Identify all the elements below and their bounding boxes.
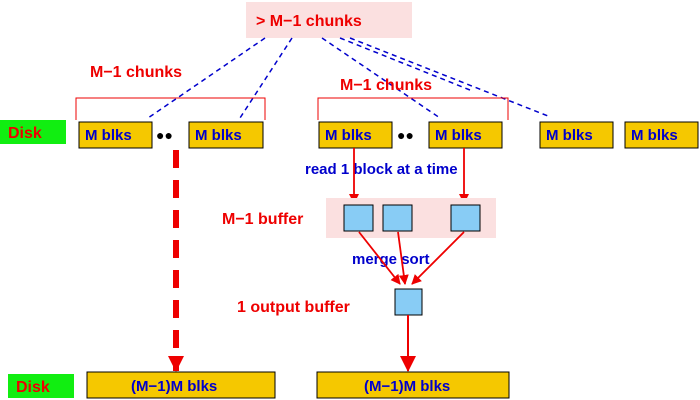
top-label-box — [246, 2, 412, 38]
disk-block-label: M blks — [435, 127, 482, 144]
disk-block — [539, 121, 614, 149]
merge-label: merge sort — [352, 251, 430, 268]
buffer-slot — [382, 204, 413, 232]
disk-block — [624, 121, 699, 149]
buffer-slot — [343, 204, 374, 232]
chunk-lines — [147, 37, 549, 119]
top-label: > M−1 chunks — [256, 13, 362, 30]
disk-block — [428, 121, 503, 149]
disk-block-label: M blks — [325, 127, 372, 144]
disk-bottom-label: Disk — [16, 379, 50, 396]
disk-bottom-badge — [8, 374, 74, 398]
disk-block-label: M blks — [85, 127, 132, 144]
chunk-line — [321, 37, 441, 119]
merge-arrow — [411, 231, 465, 285]
output-label: 1 output buffer — [237, 299, 350, 316]
disk-block — [78, 121, 153, 149]
result-right-label: (M−1)M blks — [364, 378, 450, 395]
merge-arrow — [397, 231, 409, 285]
chunk-line — [147, 37, 266, 119]
disk-top-label: Disk — [8, 125, 42, 142]
read-label: read 1 block at a time — [305, 161, 458, 178]
left-chunk-brace — [75, 97, 266, 120]
ellipsis-dots: ●● — [156, 127, 173, 143]
right-brace-label: M−1 chunks — [340, 77, 432, 94]
disk-block-label: M blks — [195, 127, 242, 144]
chunk-line — [239, 37, 293, 119]
result-left-label: (M−1)M blks — [131, 378, 217, 395]
ellipsis-dots: ●● — [397, 127, 414, 143]
result-block-right — [316, 371, 510, 399]
right-chunk-brace — [317, 97, 509, 120]
left-brace-label: M−1 chunks — [90, 64, 182, 81]
buffer-label: M−1 buffer — [222, 211, 303, 228]
disk-block — [188, 121, 264, 149]
disk-block-label: M blks — [546, 127, 593, 144]
disk-top-badge — [0, 120, 66, 144]
result-block-left — [86, 371, 276, 399]
merge-arrow — [358, 231, 401, 285]
disk-block — [318, 121, 393, 149]
output-buffer — [394, 288, 423, 316]
disk-block-label: M blks — [631, 127, 678, 144]
buffer-slot — [450, 204, 481, 232]
